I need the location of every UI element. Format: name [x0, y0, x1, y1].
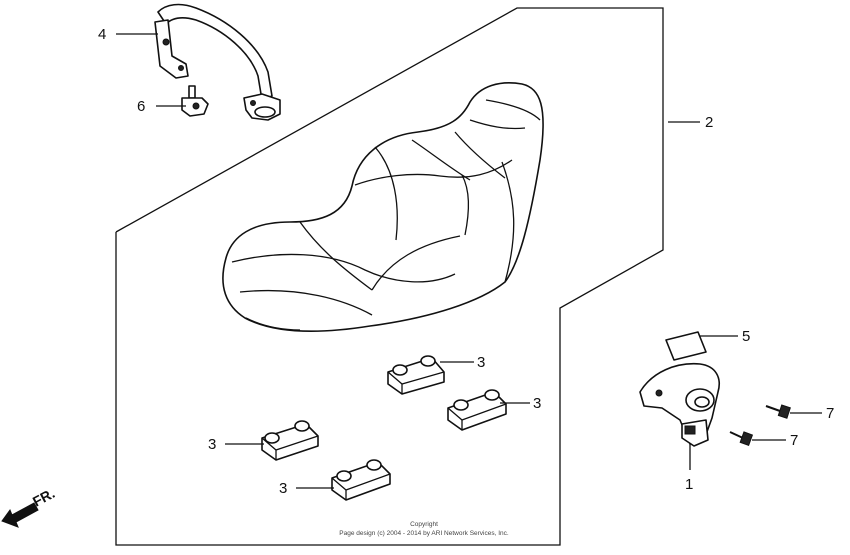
grab-rail-part[interactable]: [154, 3, 281, 121]
callout-3a: 3: [477, 354, 485, 371]
callout-7a: 7: [826, 405, 834, 422]
callout-3d: 3: [279, 480, 287, 497]
seat-lock-part[interactable]: [639, 362, 720, 447]
seat-part[interactable]: [222, 82, 544, 333]
callout-1: 1: [685, 476, 693, 493]
screw-part-7a[interactable]: [765, 404, 791, 419]
cushion-rubber-2[interactable]: [447, 389, 507, 431]
label-plate-part[interactable]: [665, 331, 707, 361]
copyright-line-1: Copyright: [410, 521, 438, 528]
assembly-boundary: [115, 7, 664, 546]
callout-7b: 7: [790, 432, 798, 449]
callout-6: 6: [137, 98, 145, 115]
arrow-down-left-icon: [1, 502, 39, 528]
copyright-line-2: Page design (c) 2004 - 2014 by ARI Netwo…: [339, 530, 509, 537]
bolt-part-6[interactable]: [181, 85, 209, 117]
cushion-rubber-3[interactable]: [261, 420, 319, 461]
cushion-rubber-4[interactable]: [331, 459, 391, 501]
cushion-rubber-1[interactable]: [387, 355, 445, 395]
callout-2: 2: [705, 114, 713, 131]
callout-3b: 3: [533, 395, 541, 412]
screw-part-7b[interactable]: [729, 431, 754, 446]
callout-4: 4: [98, 26, 106, 43]
callout-3c: 3: [208, 436, 216, 453]
callout-5: 5: [742, 328, 750, 345]
